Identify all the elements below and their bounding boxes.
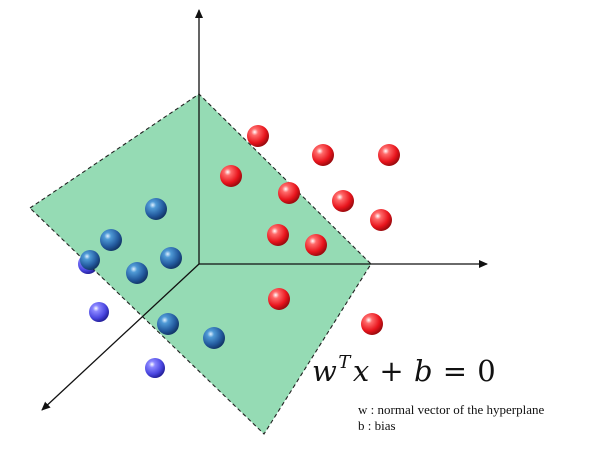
formula-plus: + [379,354,405,388]
legend: w : normal vector of the hyperplane b : … [358,402,544,434]
point-purple [145,358,165,378]
point-red [370,209,392,231]
point-red [378,144,400,166]
formula-w: w [312,354,338,388]
point-blue [80,250,100,270]
point-red [278,182,300,204]
point-red [312,144,334,166]
y-axis [41,263,200,411]
point-red [332,190,354,212]
point-red [361,313,383,335]
formula-b: b [413,354,434,388]
hyperplane-equation: wTx + b = 0 [312,352,496,388]
point-blue [100,229,122,251]
point-red [247,125,269,147]
formula-zero: 0 [477,354,497,388]
point-blue [203,327,225,349]
point-red [267,224,289,246]
formula-equals: = [442,354,468,388]
point-red [220,165,242,187]
point-blue [145,198,167,220]
point-blue [160,247,182,269]
point-blue [126,262,148,284]
point-blue [157,313,179,335]
formula-transpose: T [338,352,351,373]
point-red [305,234,327,256]
point-purple [89,302,109,322]
legend-w: w : normal vector of the hyperplane [358,402,545,417]
formula-x: x [352,354,370,388]
legend-b: b : bias [358,418,396,433]
point-red [268,288,290,310]
